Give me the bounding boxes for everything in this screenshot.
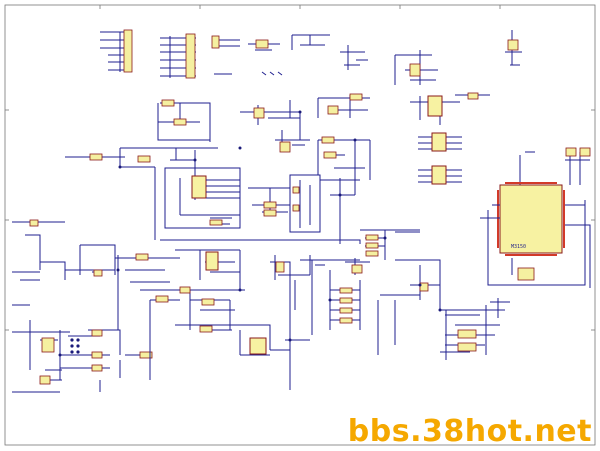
ic-u-right-3: [431, 165, 447, 185]
microcontroller-label: M3150: [511, 244, 527, 250]
mcu-pins: [497, 182, 565, 256]
central-lower-network: [149, 249, 330, 390]
border-zone-ticks: [5, 5, 595, 331]
microcontroller-chip: [499, 184, 563, 254]
ic-u-bottom: [249, 337, 267, 355]
diode-array: [70, 338, 80, 354]
ic-u-left: [191, 175, 207, 199]
top-left-connector-block: [100, 29, 522, 85]
watermark: bbs.38hot.net: [347, 414, 592, 449]
junction-dots: [58, 110, 442, 357]
ic-u-center: [205, 251, 219, 271]
right-ic-cluster: [410, 92, 591, 288]
left-upper-network: [65, 147, 361, 244]
upper-amplifier-region: [157, 93, 371, 180]
middle-resistor-ladder: [311, 229, 510, 360]
left-lower-network: [12, 219, 180, 393]
ic-u-right-2: [431, 132, 447, 152]
ic-u-right-1: [427, 95, 443, 117]
